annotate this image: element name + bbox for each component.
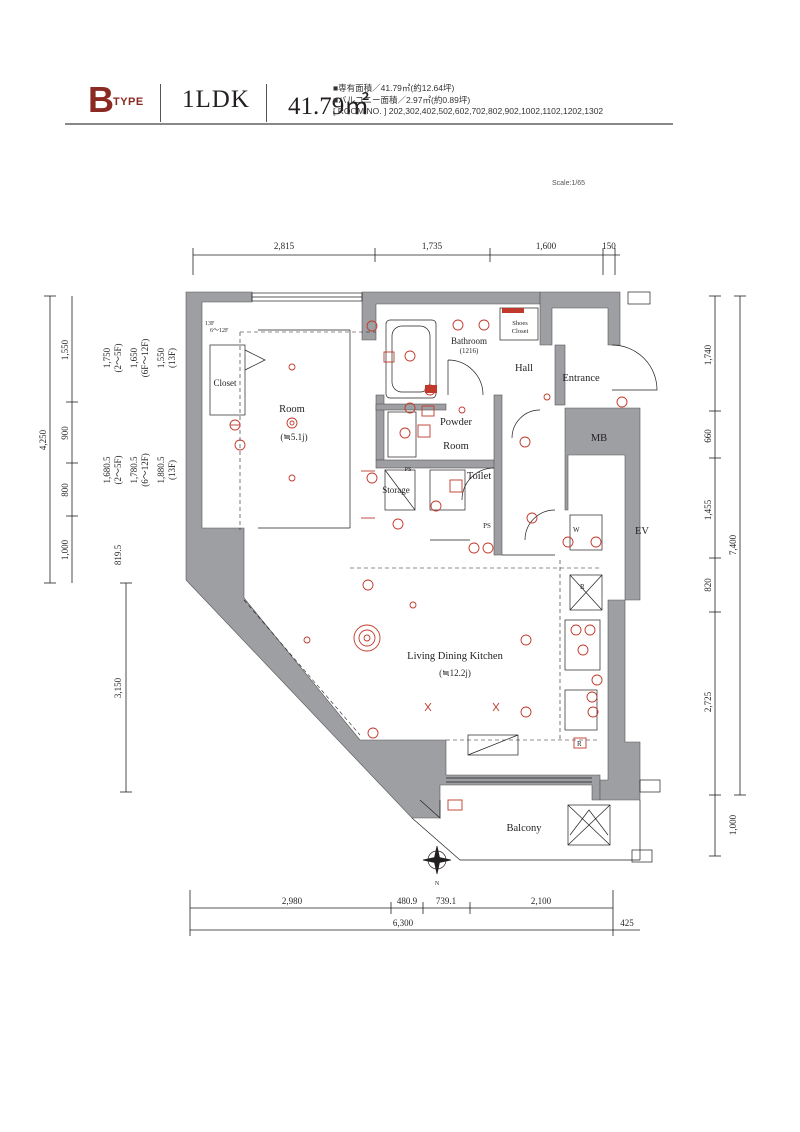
dim-left-a2: 800 — [60, 483, 70, 497]
storage-label: Storage — [382, 485, 410, 495]
dim-left-b1: (2～5F) — [113, 343, 123, 372]
dim-left-b3: (2～5F) — [113, 455, 123, 484]
dim-top-3: 150 — [602, 241, 616, 251]
header-rule — [65, 123, 673, 125]
dim-right-a2: 1,455 — [703, 499, 713, 520]
dim-left-b5: 3,150 — [113, 677, 123, 698]
info-private-area: ■専有面積／41.79㎡(約12.64坪) — [333, 83, 455, 93]
closet-label: Closet — [213, 378, 237, 388]
interior-lines — [209, 291, 661, 863]
dim-left-d1: (13F) — [167, 348, 177, 368]
dim-top-2: 1,600 — [536, 241, 557, 251]
north-label: N — [435, 881, 440, 887]
dim-left-b2: 1,680.5 — [102, 456, 112, 484]
bathroom-label: Bathroom — [451, 336, 487, 346]
dim-left-d3: (13F) — [167, 460, 177, 480]
dimension-text: 2,815 1,735 1,600 150 2,980 480.9 739.1 … — [38, 241, 738, 928]
bathroom-size: (1216) — [460, 347, 479, 355]
layout-type: 1LDK — [182, 86, 250, 113]
floor-note-a: 13F — [205, 321, 215, 327]
powder-room-label-1: Powder — [440, 417, 473, 428]
balcony-label: Balcony — [507, 823, 543, 834]
entrance-label: Entrance — [562, 373, 600, 384]
dim-bottom-extra: 425 — [620, 918, 634, 928]
dim-left-b4: 819.5 — [113, 544, 123, 565]
dim-bottom-total: 6,300 — [393, 918, 414, 928]
r-label-2: R — [577, 740, 582, 748]
ldk-label: Living Dining Kitchen — [407, 651, 503, 662]
ldk-size: (≒12.2j) — [439, 668, 471, 678]
dim-left-outer: 4,250 — [38, 429, 48, 450]
dim-left-c0: 1,650 — [129, 347, 139, 368]
floor-note-b: 6～12F — [210, 328, 229, 334]
dim-right-a1: 660 — [703, 429, 713, 443]
ps-label-2: PS — [483, 522, 491, 530]
header: B TYPE 1LDK 41.79㎡ ■専有面積／41.79㎡(約12.64坪)… — [0, 0, 800, 130]
info-room-numbers: [ ROOM NO. ] 202,302,402,502,602,702,802… — [333, 106, 604, 116]
scale-label: Scale:1/65 — [552, 180, 586, 187]
separator — [266, 84, 267, 122]
floor-area: 41.79㎡ — [288, 93, 370, 120]
dim-left-a3: 1,000 — [60, 539, 70, 560]
dim-right-a0: 1,740 — [703, 344, 713, 365]
separator — [160, 84, 161, 122]
type-letter: B — [88, 79, 114, 120]
dim-top-1: 1,735 — [422, 241, 443, 251]
shoes-closet-label-1: Shoes — [512, 320, 528, 327]
dim-left-c3: (6～12F) — [140, 453, 150, 487]
north-compass: N — [422, 845, 452, 887]
dim-right-total: 7,400 — [728, 534, 738, 555]
shoes-closet-label-2: Closet — [512, 328, 529, 335]
ps-label-1: PS — [405, 467, 412, 473]
type-word: TYPE — [113, 96, 144, 108]
mb-label: MB — [591, 433, 607, 444]
refrigerator-label: R — [580, 583, 585, 591]
dim-left-a0: 1,550 — [60, 339, 70, 360]
fixture-symbols — [229, 319, 628, 811]
dim-bottom-3: 2,100 — [531, 896, 552, 906]
red-accent-blocks — [425, 308, 524, 393]
room-label: Room — [279, 404, 305, 415]
dim-left-a1: 900 — [60, 426, 70, 440]
dim-left-c2: 1,780.5 — [129, 456, 139, 484]
room-size: (≒5.1j) — [280, 432, 307, 442]
powder-room-label-2: Room — [443, 441, 469, 452]
dim-right-a5: 1,000 — [728, 814, 738, 835]
hall-label: Hall — [515, 363, 533, 374]
dim-left-b0: 1,750 — [102, 347, 112, 368]
dim-bottom-1: 480.9 — [397, 896, 418, 906]
room-labels: 13F 6～12F Closet Room (≒5.1j) Bathroom (… — [205, 320, 649, 834]
dim-left-d2: 1,880.5 — [156, 456, 166, 484]
dim-left-c1: (6F～12F) — [140, 339, 150, 378]
info-balcony-area: ■バルコニー面積／2.97㎡(約0.89坪) — [333, 95, 471, 105]
dim-bottom-0: 2,980 — [282, 896, 303, 906]
dim-left-d0: 1,550 — [156, 347, 166, 368]
dimension-lines — [44, 248, 746, 936]
dim-bottom-2: 739.1 — [436, 896, 456, 906]
toilet-label: Toilet — [467, 471, 491, 482]
walls — [185, 291, 641, 819]
washer-label: W — [573, 526, 580, 534]
ev-label: EV — [635, 526, 649, 537]
dim-right-a4: 2,725 — [703, 691, 713, 712]
dim-right-a3: 820 — [703, 578, 713, 592]
dim-top-0: 2,815 — [274, 241, 295, 251]
